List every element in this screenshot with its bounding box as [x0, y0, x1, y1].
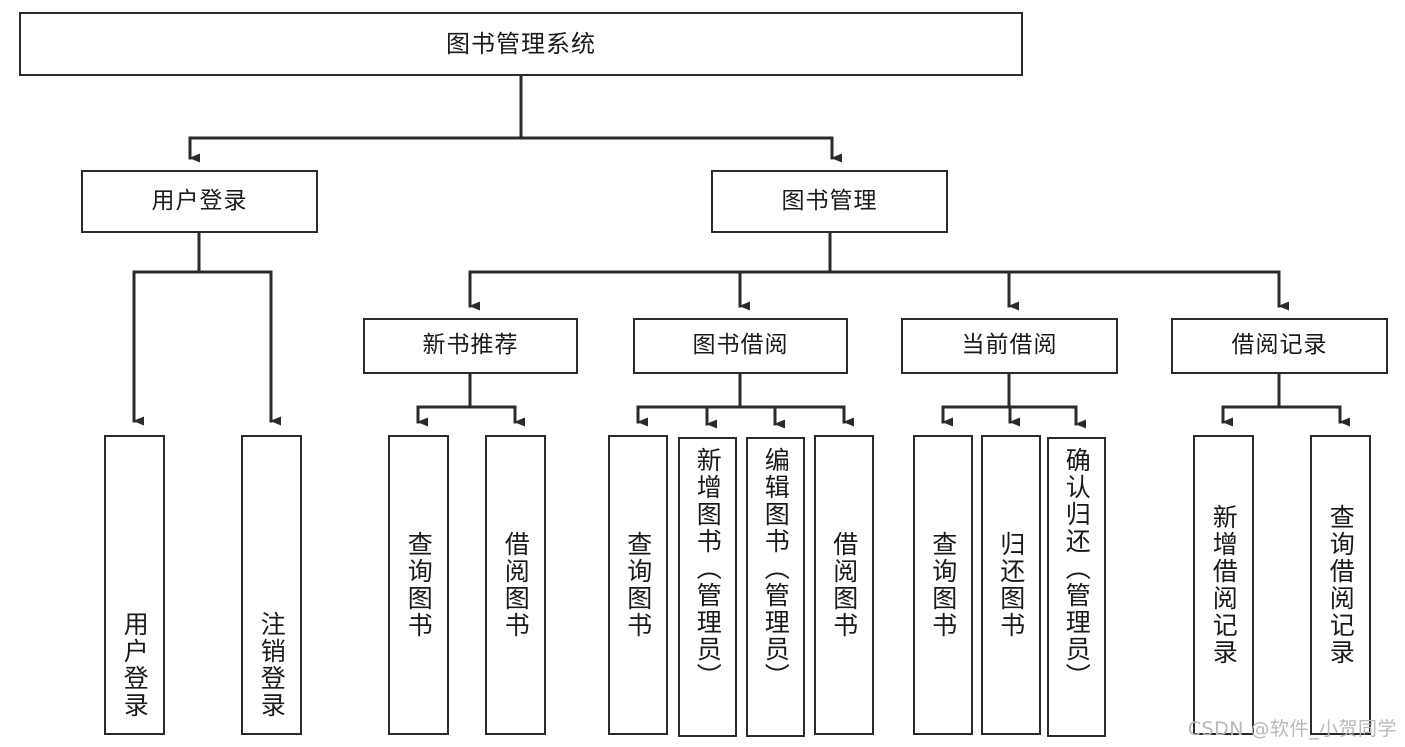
node-leaf-add-book-admin-label: 新增图书（管理员）: [693, 447, 723, 690]
node-current-borrow[interactable]: 当前借阅: [901, 318, 1118, 374]
node-leaf-return-book[interactable]: 归还图书: [981, 435, 1041, 735]
node-root-label: 图书管理系统: [446, 29, 596, 58]
node-leaf-user-login[interactable]: 用户登录: [104, 435, 165, 735]
node-leaf-confirm-return-admin-label: 确认归还（管理员）: [1062, 447, 1092, 690]
node-leaf-query-book-borrow[interactable]: 查询图书: [608, 435, 668, 735]
node-leaf-query-book-current[interactable]: 查询图书: [913, 435, 973, 735]
node-user-login-label: 用户登录: [151, 187, 248, 214]
node-leaf-query-borrow-record[interactable]: 查询借阅记录: [1310, 435, 1371, 735]
node-book-borrow-label: 图书借阅: [692, 332, 789, 359]
node-user-login[interactable]: 用户登录: [81, 170, 318, 233]
node-new-book-recommend-label: 新书推荐: [422, 332, 519, 359]
node-leaf-query-book-borrow-label: 查询图书: [623, 531, 653, 639]
node-leaf-query-book-recommend-label: 查询图书: [404, 531, 434, 639]
node-leaf-add-book-admin[interactable]: 新增图书（管理员）: [678, 437, 737, 737]
node-leaf-query-borrow-record-label: 查询借阅记录: [1326, 504, 1356, 666]
node-book-management[interactable]: 图书管理: [711, 170, 948, 233]
node-leaf-logout-label: 注销登录: [257, 611, 287, 719]
node-new-book-recommend[interactable]: 新书推荐: [363, 318, 578, 374]
node-leaf-add-borrow-record-label: 新增借阅记录: [1209, 504, 1239, 666]
node-leaf-edit-book-admin-label: 编辑图书（管理员）: [761, 447, 791, 690]
node-leaf-query-book-current-label: 查询图书: [928, 531, 958, 639]
node-leaf-logout[interactable]: 注销登录: [241, 435, 302, 735]
node-root-book-management-system[interactable]: 图书管理系统: [19, 12, 1023, 76]
node-leaf-query-book-recommend[interactable]: 查询图书: [388, 435, 449, 735]
node-book-management-label: 图书管理: [781, 187, 878, 214]
node-leaf-add-borrow-record[interactable]: 新增借阅记录: [1193, 435, 1254, 735]
node-borrow-record-label: 借阅记录: [1231, 332, 1328, 359]
node-leaf-borrow-book[interactable]: 借阅图书: [814, 435, 874, 735]
node-current-borrow-label: 当前借阅: [961, 332, 1058, 359]
node-book-borrow[interactable]: 图书借阅: [633, 318, 848, 374]
node-leaf-confirm-return-admin[interactable]: 确认归还（管理员）: [1047, 437, 1106, 737]
node-leaf-return-book-label: 归还图书: [996, 531, 1026, 639]
node-leaf-borrow-book-label: 借阅图书: [829, 531, 859, 639]
node-borrow-record[interactable]: 借阅记录: [1171, 318, 1388, 374]
csdn-watermark: CSDN @软件_小贺同学: [1187, 718, 1397, 740]
node-leaf-edit-book-admin[interactable]: 编辑图书（管理员）: [746, 437, 805, 737]
node-leaf-borrow-book-recommend-label: 借阅图书: [501, 531, 531, 639]
node-leaf-borrow-book-recommend[interactable]: 借阅图书: [485, 435, 546, 735]
node-leaf-user-login-label: 用户登录: [120, 611, 150, 719]
